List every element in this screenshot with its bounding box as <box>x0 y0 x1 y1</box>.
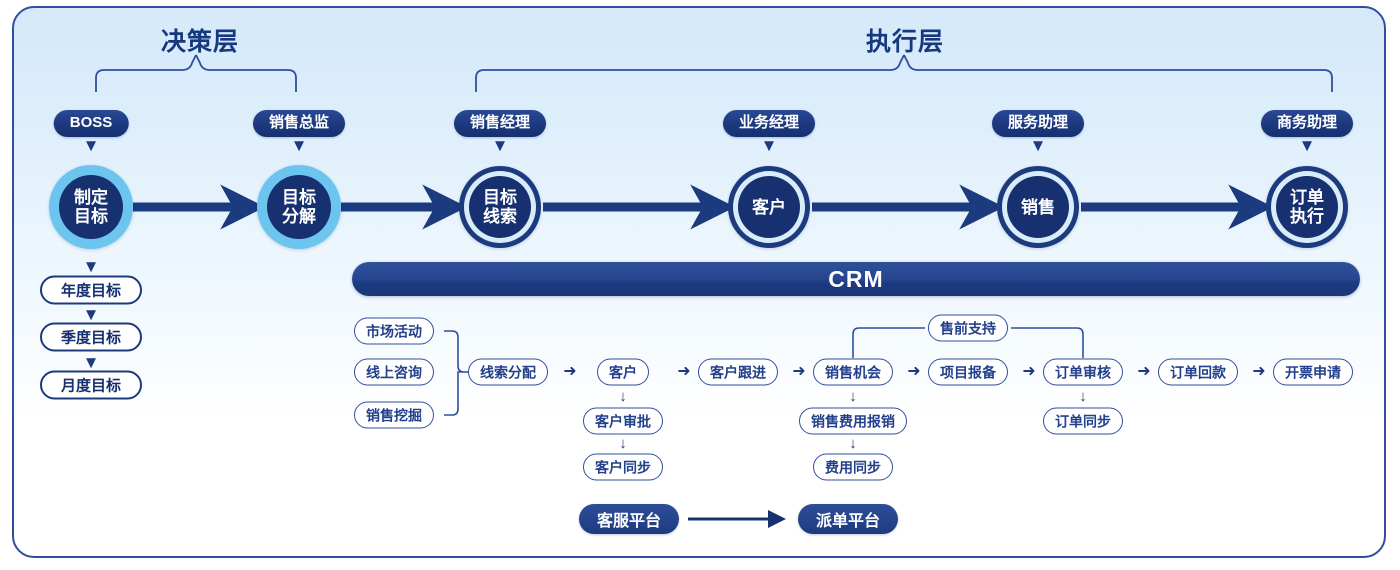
arrow-right-icon: ➜ <box>1137 363 1151 380</box>
subflow-pill-sales-expense-claim[interactable]: 销售费用报销 <box>799 407 907 435</box>
subflow-pill-customer-approval[interactable]: 客户审批 <box>583 407 663 435</box>
chevron-down-icon: ▼ <box>290 136 308 155</box>
arrow-down-icon: ↓ <box>619 388 627 405</box>
arrow-down-icon: ↓ <box>849 435 857 452</box>
lead-source-pill-marketing[interactable]: 市场活动 <box>354 317 434 345</box>
lead-source-pill-mining[interactable]: 销售挖掘 <box>354 401 434 429</box>
arrow-down-icon: ↓ <box>619 435 627 452</box>
stage-node-label: 线索 <box>483 207 517 226</box>
chevron-down-icon: ▼ <box>491 136 509 155</box>
role-badge-sales-director[interactable]: 销售总监 <box>252 110 346 137</box>
stage-node-label: 分解 <box>282 207 316 226</box>
stage-node-label: 订单 <box>1290 188 1324 207</box>
lead-source-pill-online[interactable]: 线上咨询 <box>354 358 434 386</box>
stage-node-sales[interactable]: 销售 <box>997 166 1079 248</box>
crm-bar[interactable]: CRM <box>352 262 1360 296</box>
chevron-down-icon: ▼ <box>82 305 100 324</box>
flow-pill-lead-assign[interactable]: 线索分配 <box>468 358 548 386</box>
flow-pill-sales-opportunity[interactable]: 销售机会 <box>813 358 893 386</box>
stage-node-goal-lead[interactable]: 目标 线索 <box>459 166 541 248</box>
crm-label: CRM <box>828 265 884 292</box>
chevron-down-icon: ▼ <box>82 257 100 276</box>
stage-node-label: 目标 <box>282 188 316 207</box>
execution-layer-title: 执行层 <box>866 28 945 56</box>
flow-pill-project-filing[interactable]: 项目报备 <box>928 358 1008 386</box>
chevron-down-icon: ▼ <box>1029 136 1047 155</box>
platform-pill-dispatch[interactable]: 派单平台 <box>797 504 899 534</box>
subflow-pill-expense-sync[interactable]: 费用同步 <box>813 453 893 481</box>
decision-layer-title: 决策层 <box>161 28 240 56</box>
flow-pill-customer-follow[interactable]: 客户跟进 <box>698 358 778 386</box>
role-badge-commerce-assistant[interactable]: 商务助理 <box>1260 110 1354 137</box>
arrow-right-icon: ➜ <box>677 363 691 380</box>
stage-node-label: 客户 <box>752 197 786 217</box>
chevron-down-icon: ▼ <box>82 136 100 155</box>
platform-pill-service[interactable]: 客服平台 <box>578 504 680 534</box>
stage-node-label: 销售 <box>1021 197 1055 217</box>
stage-node-label: 执行 <box>1290 207 1324 226</box>
arrow-down-icon: ↓ <box>849 388 857 405</box>
flow-pill-customer[interactable]: 客户 <box>597 358 649 386</box>
chevron-down-icon: ▼ <box>82 353 100 372</box>
arrow-right-icon: ➜ <box>563 363 577 380</box>
chevron-down-icon: ▼ <box>760 136 778 155</box>
role-badge-business-manager[interactable]: 业务经理 <box>722 110 816 137</box>
chevron-down-icon: ▼ <box>1298 136 1316 155</box>
stage-node-order-execution[interactable]: 订单 执行 <box>1266 166 1348 248</box>
flow-pill-presales-support[interactable]: 售前支持 <box>928 314 1008 342</box>
flow-pill-order-payment[interactable]: 订单回款 <box>1158 358 1238 386</box>
stage-node-label: 目标 <box>483 188 517 207</box>
goal-pill-annual[interactable]: 年度目标 <box>40 275 142 305</box>
role-badge-service-assistant[interactable]: 服务助理 <box>991 110 1085 137</box>
flow-pill-invoice-request[interactable]: 开票申请 <box>1273 358 1353 386</box>
arrow-right-icon: ➜ <box>907 363 921 380</box>
subflow-pill-order-sync[interactable]: 订单同步 <box>1043 407 1123 435</box>
arrow-right-icon: ➜ <box>1022 363 1036 380</box>
stage-node-label: 目标 <box>74 207 108 226</box>
goal-pill-quarterly[interactable]: 季度目标 <box>40 322 142 352</box>
role-badge-sales-manager[interactable]: 销售经理 <box>453 110 547 137</box>
stage-node-set-goal[interactable]: 制定 目标 <box>49 165 133 249</box>
arrow-down-icon: ↓ <box>1079 388 1087 405</box>
arrow-right-icon: ➜ <box>792 363 806 380</box>
goal-pill-monthly[interactable]: 月度目标 <box>40 370 142 400</box>
flow-pill-order-review[interactable]: 订单审核 <box>1043 358 1123 386</box>
stage-node-label: 制定 <box>74 188 108 207</box>
stage-node-customer[interactable]: 客户 <box>728 166 810 248</box>
subflow-pill-customer-sync[interactable]: 客户同步 <box>583 453 663 481</box>
stage-node-goal-breakdown[interactable]: 目标 分解 <box>257 165 341 249</box>
role-badge-boss[interactable]: BOSS <box>53 110 129 137</box>
arrow-right-icon: ➜ <box>1252 363 1266 380</box>
